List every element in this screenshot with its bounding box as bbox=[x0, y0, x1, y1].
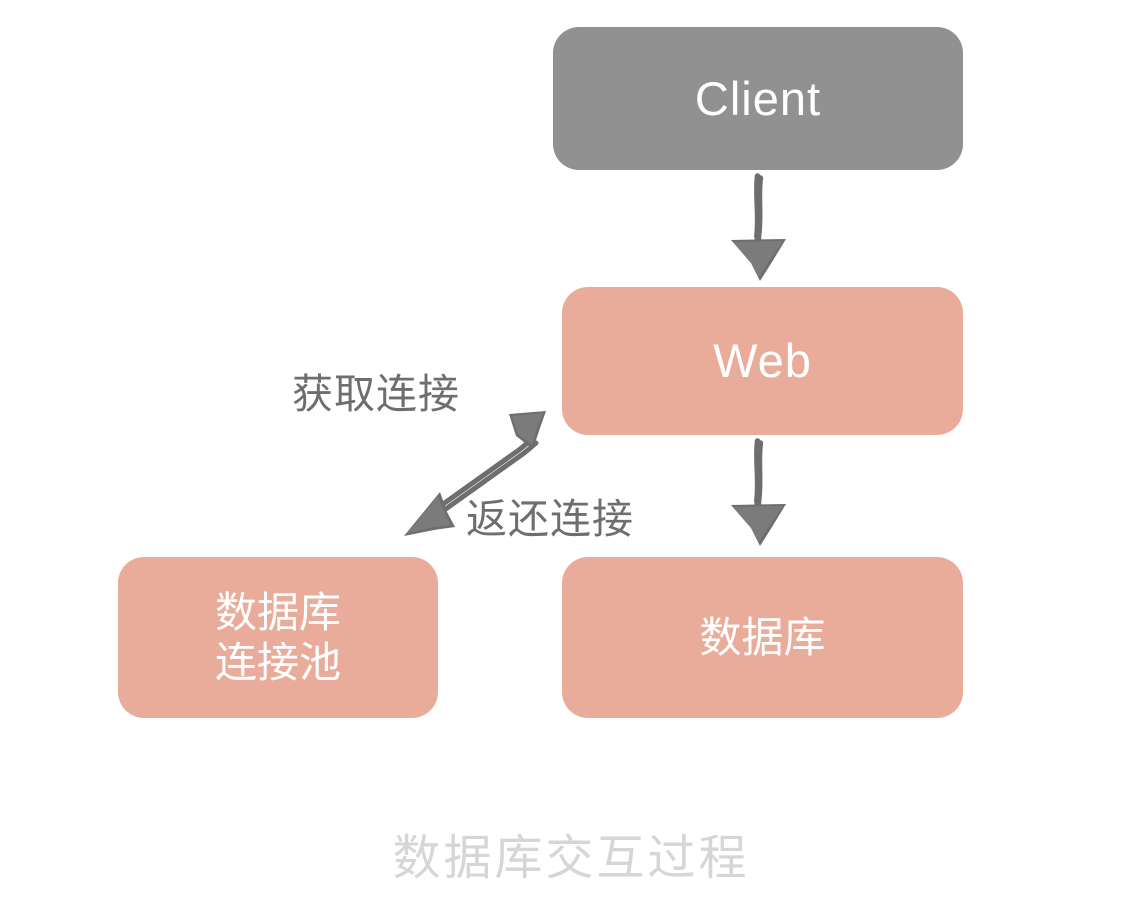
node-web[interactable]: Web bbox=[562, 287, 963, 435]
edge-label-return-connection: 返还连接 bbox=[466, 496, 634, 542]
edge-label-acquire-connection: 获取连接 bbox=[292, 371, 460, 417]
node-client-label: Client bbox=[694, 71, 822, 125]
node-client[interactable]: Client bbox=[553, 27, 963, 170]
node-database[interactable]: 数据库 bbox=[562, 557, 963, 718]
node-database-connection-pool[interactable]: 数据库 连接池 bbox=[118, 557, 438, 718]
node-database-label: 数据库 bbox=[699, 613, 826, 661]
arrow-client-to-web bbox=[731, 173, 786, 281]
diagram-caption: 数据库交互过程 bbox=[392, 832, 750, 885]
node-database-connection-pool-label: 数据库 连接池 bbox=[214, 588, 341, 686]
arrow-web-to-database bbox=[731, 438, 786, 546]
node-web-label: Web bbox=[713, 334, 812, 388]
